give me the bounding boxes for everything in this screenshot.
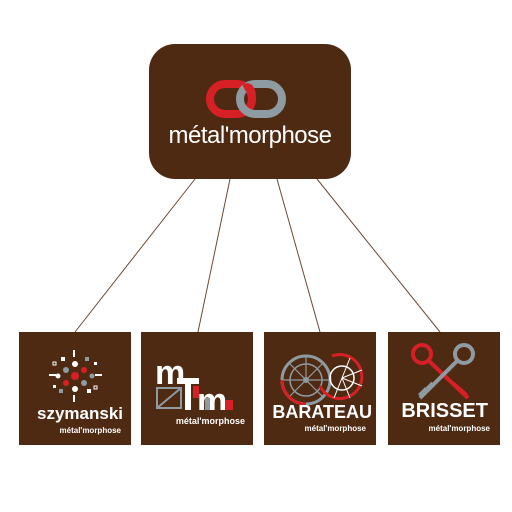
connector-line [197, 178, 231, 333]
child-box-mtm: m m métal'morphose [141, 332, 253, 445]
connector-line [74, 178, 196, 333]
spiral-staircase-icon [280, 353, 364, 406]
dotted-circle-icon [49, 350, 102, 402]
child-brand-name: BRISSET [401, 400, 488, 422]
child-subtitle: métal'morphose [175, 416, 245, 426]
child-subtitle: métal'morphose [59, 426, 121, 435]
chain-link-icon [206, 80, 286, 118]
child-brand-name: szymanski [37, 404, 123, 423]
child-box-szymanski: szymanski métal'morphose [19, 332, 131, 445]
mtm-monogram-icon: m m [155, 354, 233, 410]
child-box-brisset: BRISSET métal'morphose [388, 332, 500, 445]
child-subtitle: métal'morphose [428, 424, 490, 433]
child-subtitle: métal'morphose [304, 424, 366, 433]
svg-text:m: m [155, 354, 185, 392]
parent-brand-name: métal'morphose [168, 122, 333, 149]
connector-line [276, 178, 321, 333]
connector-line [316, 178, 441, 333]
parent-logo-box: métal'morphose [149, 44, 351, 179]
child-brand-name: BARATEAU [272, 402, 372, 422]
svg-text:m: m [197, 382, 227, 410]
child-box-barateau: BARATEAU métal'morphose [264, 332, 376, 445]
crossed-keys-icon [411, 343, 475, 400]
